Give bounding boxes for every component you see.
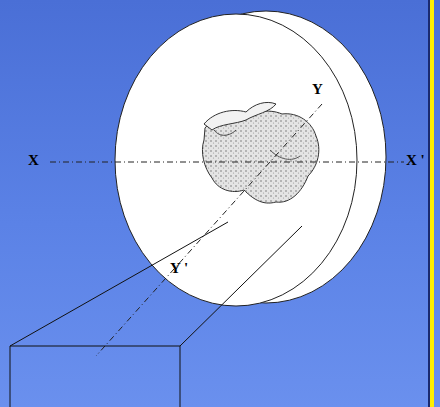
axis-label: Y ' (170, 261, 188, 276)
axis-label: X ' (406, 153, 425, 168)
axis-label: Y (312, 82, 323, 97)
axis-label: X (28, 153, 39, 168)
